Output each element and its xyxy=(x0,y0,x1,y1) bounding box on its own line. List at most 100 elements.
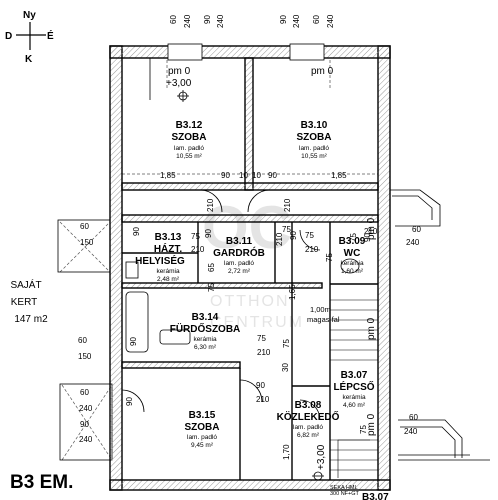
dim: 1,65 xyxy=(288,284,297,300)
room-name: WC xyxy=(344,248,361,259)
dim: 240 xyxy=(79,404,93,413)
compass-west-label: D xyxy=(5,31,12,42)
compass-east-label: É xyxy=(47,29,54,42)
dim: 90 xyxy=(80,420,89,429)
garden-line1: SAJÁT xyxy=(10,278,41,291)
room-b3-08: B3.08 KÖZLEKEDŐ lam. padló 6,82 m² xyxy=(277,400,340,439)
dim: 75 xyxy=(191,232,200,241)
dim: 1,85 xyxy=(331,171,347,180)
dim: 75 xyxy=(349,233,358,242)
compass: Ny D É K xyxy=(5,10,54,65)
dim: 240 xyxy=(326,14,335,28)
dim: 210 xyxy=(305,245,319,254)
dim: 150 xyxy=(80,238,94,247)
room-b3-07: B3.07 LÉPCSŐ kerámia 4,60 m² xyxy=(333,370,374,409)
dim: 75 xyxy=(325,253,334,262)
dim: 60 xyxy=(312,15,321,24)
room-name: GARDRÓB xyxy=(213,246,265,259)
room-area: 2,72 m² xyxy=(228,268,251,275)
room-area: 9,45 m² xyxy=(191,442,214,449)
room-code: B3.10 xyxy=(301,120,328,131)
room-area: 2,48 m² xyxy=(157,276,180,283)
room-material: lam. padló xyxy=(224,260,254,267)
level-pm0-a: pm 0 xyxy=(168,66,191,77)
dim: 60 xyxy=(80,388,89,397)
level-pm0-c: pm 0 xyxy=(366,217,377,240)
room-material: lam. padló xyxy=(293,424,323,431)
partition-walls xyxy=(122,222,378,480)
room-area: 10,55 m² xyxy=(301,153,327,160)
watermark-line2: CENTRUM xyxy=(210,314,304,331)
dim: 240 xyxy=(216,14,225,28)
room-code: B3.12 xyxy=(176,120,203,131)
dim: 210 xyxy=(256,395,270,404)
dim: 210 xyxy=(257,348,271,357)
wall-label-note: magas fal xyxy=(307,315,340,324)
dim: 150 xyxy=(78,352,92,361)
notes: 1,00m magas fal SEKA HML 300 NF+GT xyxy=(307,305,360,497)
room-name: KÖZLEKEDŐ xyxy=(277,410,340,423)
watermark-logo: OC xyxy=(202,194,292,261)
room-code: B3.07 xyxy=(341,370,368,381)
room-material: kerámia xyxy=(156,268,180,275)
room-b3-14: B3.14 FÜRDŐSZOBA kerámia 6,30 m² xyxy=(170,312,241,351)
room-b3-15: B3.15 SZOBA lam. padló 9,45 m² xyxy=(185,410,220,449)
level-markers xyxy=(177,90,324,481)
compass-north-label: Ny xyxy=(23,10,36,21)
dim: 90 xyxy=(129,337,138,346)
room-b3-12: B3.12 SZOBA lam. padló 10,55 m² xyxy=(172,120,207,160)
dim: 60 xyxy=(78,336,87,345)
room-b3-07-bottom-code: B3.07 xyxy=(362,492,389,500)
dim: 1,70 xyxy=(282,444,291,460)
room-area: 6,30 m² xyxy=(194,344,217,351)
room-material: kerámia xyxy=(193,336,217,343)
top-windows xyxy=(167,43,325,61)
room-name: SZOBA xyxy=(185,422,220,433)
door-swings xyxy=(121,58,321,421)
dim: 75 xyxy=(282,225,291,234)
room-code: B3.15 xyxy=(189,410,216,421)
room-name-1: HÁZT. xyxy=(154,242,183,255)
dim: 90 xyxy=(204,229,213,238)
dim: 90 xyxy=(289,231,298,240)
rail-note-2: 300 NF+GT xyxy=(330,491,360,497)
garden-line2: KERT xyxy=(11,297,38,308)
dim: 75 xyxy=(282,339,291,348)
dim: 210 xyxy=(364,227,378,236)
level-plus300-a: +3,00 xyxy=(166,78,192,89)
dimension-texts: 60 240 90 240 90 240 60 240 1,85 90 10 1… xyxy=(78,14,421,460)
dim: 240 xyxy=(79,435,93,444)
room-area: 4,60 m² xyxy=(343,402,366,409)
watermark-line1: OTTHON xyxy=(210,293,290,310)
dim: 1,85 xyxy=(160,171,176,180)
dim: 90 xyxy=(268,171,277,180)
bathroom-fixtures xyxy=(125,258,360,353)
dim: 240 xyxy=(183,14,192,28)
watermark: OC OTTHON CENTRUM xyxy=(202,194,304,331)
dim: 210 xyxy=(191,245,205,254)
room-code: B3.14 xyxy=(192,312,219,323)
dim: 210 xyxy=(206,198,215,212)
dim: 75 xyxy=(359,425,368,434)
dim: 60 xyxy=(80,222,89,231)
room-name-2: HELYISÉG xyxy=(135,254,185,267)
rail-note-1: SEKA HML xyxy=(330,485,358,491)
dim: 210 xyxy=(275,232,284,246)
room-material: lam. padló xyxy=(187,434,217,441)
room-code: B3.13 xyxy=(155,232,182,243)
room-material: kerámia xyxy=(340,260,364,267)
dim: 10 xyxy=(252,171,261,180)
room-b3-11: B3.11 GARDRÓB lam. padló 2,72 m² xyxy=(213,236,265,275)
dim: 90 xyxy=(221,171,230,180)
dim: 90 xyxy=(132,227,141,236)
room-name: LÉPCSŐ xyxy=(333,380,374,393)
dim: 90 xyxy=(125,397,134,406)
dim: 75 xyxy=(305,231,314,240)
dim: 90 xyxy=(363,233,372,242)
room-code: B3.11 xyxy=(226,236,253,247)
room-b3-10: B3.10 SZOBA lam. padló 10,55 m² xyxy=(297,120,332,160)
room-code: B3.09 xyxy=(339,236,366,247)
floor-title: B3 EM. xyxy=(10,472,73,493)
right-stair xyxy=(390,189,490,461)
room-b3-09: B3.09 WC kerámia 1,60 m² xyxy=(339,236,366,275)
